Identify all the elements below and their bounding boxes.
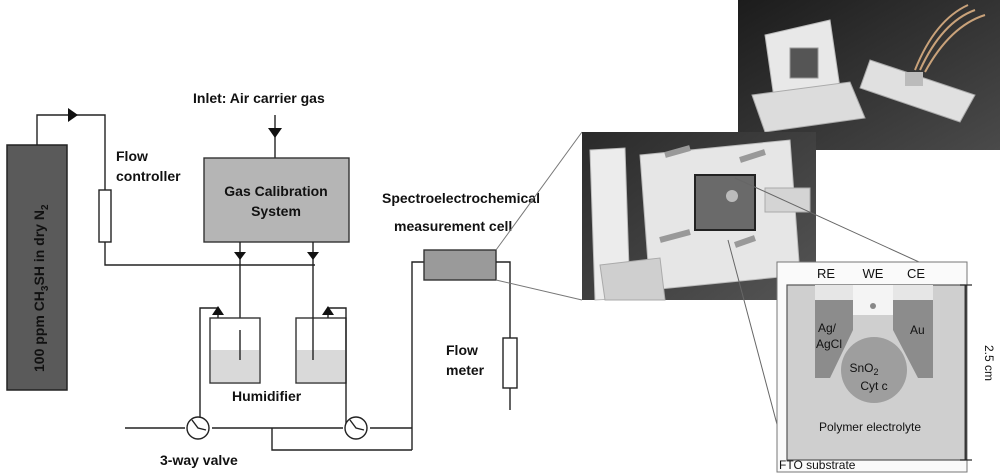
valve-label: 3-way valve	[160, 452, 238, 468]
flow-meter-label-2: meter	[446, 362, 485, 378]
humidifier-label: Humidifier	[232, 388, 302, 404]
inlet-label: Inlet: Air carrier gas	[193, 90, 325, 106]
inlet-arrow-icon	[268, 128, 282, 138]
photo-cell-parts	[738, 0, 1000, 150]
gas-calibration-label-1: Gas Calibration	[224, 183, 327, 199]
cell-label-1: Spectroelectrochemical	[382, 190, 540, 206]
sno2-label: SnO	[849, 361, 873, 375]
measurement-cell	[423, 249, 518, 410]
au-label: Au	[910, 323, 925, 337]
electrode-schematic	[776, 261, 972, 473]
flow-controller-icon	[98, 189, 112, 243]
gas-cylinder: 100 ppm CH3SH in dry N2	[6, 144, 68, 391]
valve-piping	[125, 261, 424, 451]
flow-controller-label-2: controller	[116, 168, 181, 184]
cell-label-2: measurement cell	[394, 218, 512, 234]
gas-calibration-label-2: System	[251, 203, 301, 219]
svg-text:SnO2: SnO2	[849, 361, 878, 377]
agcl-label-2: AgCl	[816, 337, 842, 351]
humidifier-2	[295, 306, 347, 425]
humidifier-1	[199, 306, 261, 425]
flow-meter-icon	[502, 337, 518, 389]
agcl-label-1: Ag/	[818, 321, 837, 335]
ce-label: CE	[907, 266, 925, 281]
we-label: WE	[863, 266, 884, 281]
electrolyte-label: Polymer electrolyte	[819, 420, 921, 434]
dimension-label: 2.5 cm	[982, 345, 996, 381]
svg-text:100 ppm CH3SH in dry N2: 100 ppm CH3SH in dry N2	[31, 204, 51, 372]
flow-meter-label-1: Flow	[446, 342, 478, 358]
substrate-label: FTO substrate	[779, 458, 856, 472]
gas-calibration-box	[203, 157, 350, 243]
cytc-label: Cyt c	[860, 379, 887, 393]
flow-controller-label-1: Flow	[116, 148, 148, 164]
pipe-cylinder-controller	[36, 108, 315, 266]
cylinder-label: 100 ppm CH	[31, 291, 47, 372]
re-label: RE	[817, 266, 835, 281]
